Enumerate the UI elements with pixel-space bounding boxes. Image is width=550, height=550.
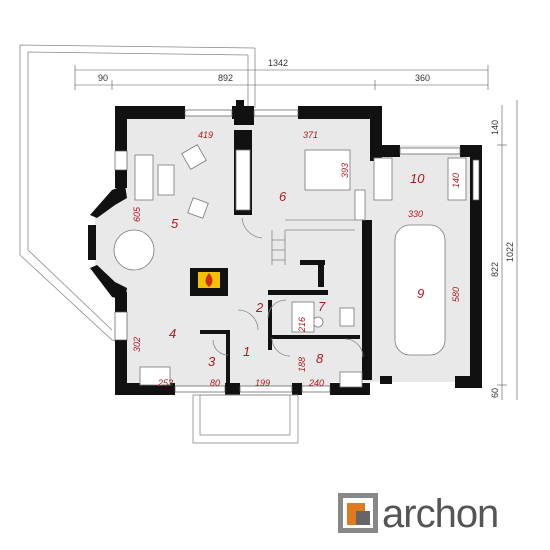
- terrace-outline: [19, 44, 256, 343]
- dim-top-right: 360: [415, 73, 430, 83]
- room-dim-393: 393: [340, 163, 350, 178]
- stairs: [271, 219, 355, 265]
- room-dim-199: 199: [255, 378, 270, 388]
- room-number-8: 8: [316, 351, 324, 366]
- room-dim-253: 253: [157, 378, 173, 388]
- room-numbers: 1 2 3 4 5 6 7 8 9 10: [169, 171, 425, 369]
- room-dim-302: 302: [132, 337, 142, 352]
- room-dim-188: 188: [297, 357, 307, 372]
- dim-right-total: 1022: [505, 242, 515, 262]
- dim-right-top: 140: [490, 120, 500, 135]
- dim-right-bottom: 60: [490, 388, 500, 398]
- room-dim-216: 216: [297, 317, 307, 333]
- room-number-10: 10: [410, 171, 425, 186]
- dim-overall-width: 1342: [268, 58, 288, 68]
- room-number-1: 1: [243, 344, 250, 359]
- dimension-lines-right: 140 822 1022 60: [490, 100, 518, 400]
- dim-top-mid: 892: [218, 73, 233, 83]
- room-dim-330: 330: [408, 209, 423, 219]
- archon-logo: archon: [338, 492, 499, 536]
- room-number-2: 2: [255, 300, 264, 315]
- room-dim-580: 580: [451, 287, 461, 302]
- room-number-3: 3: [208, 354, 216, 369]
- fireplace-icon: [190, 268, 228, 296]
- room-number-7: 7: [318, 299, 326, 314]
- dim-right-mid: 822: [490, 262, 500, 277]
- room-number-4: 4: [169, 326, 176, 341]
- room-number-9: 9: [417, 286, 424, 301]
- furniture: [113, 144, 467, 388]
- room-number-6: 6: [279, 189, 287, 204]
- room-dim-371: 371: [303, 130, 318, 140]
- room-dim-140: 140: [451, 173, 461, 188]
- room-dim-240: 240: [308, 378, 324, 388]
- room-number-5: 5: [171, 216, 179, 231]
- doors: [212, 217, 364, 358]
- room-dim-419: 419: [198, 130, 213, 140]
- room-dim-80: 80: [210, 378, 220, 388]
- windows: [114, 109, 480, 393]
- entrance-steps: [192, 394, 299, 444]
- room-dimensions: 419 371 393 605 330 140 580 216 188 302 …: [132, 130, 461, 388]
- dim-top-left: 90: [98, 73, 108, 83]
- dimension-lines-top: 1342 90 892 360: [74, 58, 489, 90]
- logo-text: archon: [382, 492, 498, 536]
- room-dim-605: 605: [132, 206, 142, 222]
